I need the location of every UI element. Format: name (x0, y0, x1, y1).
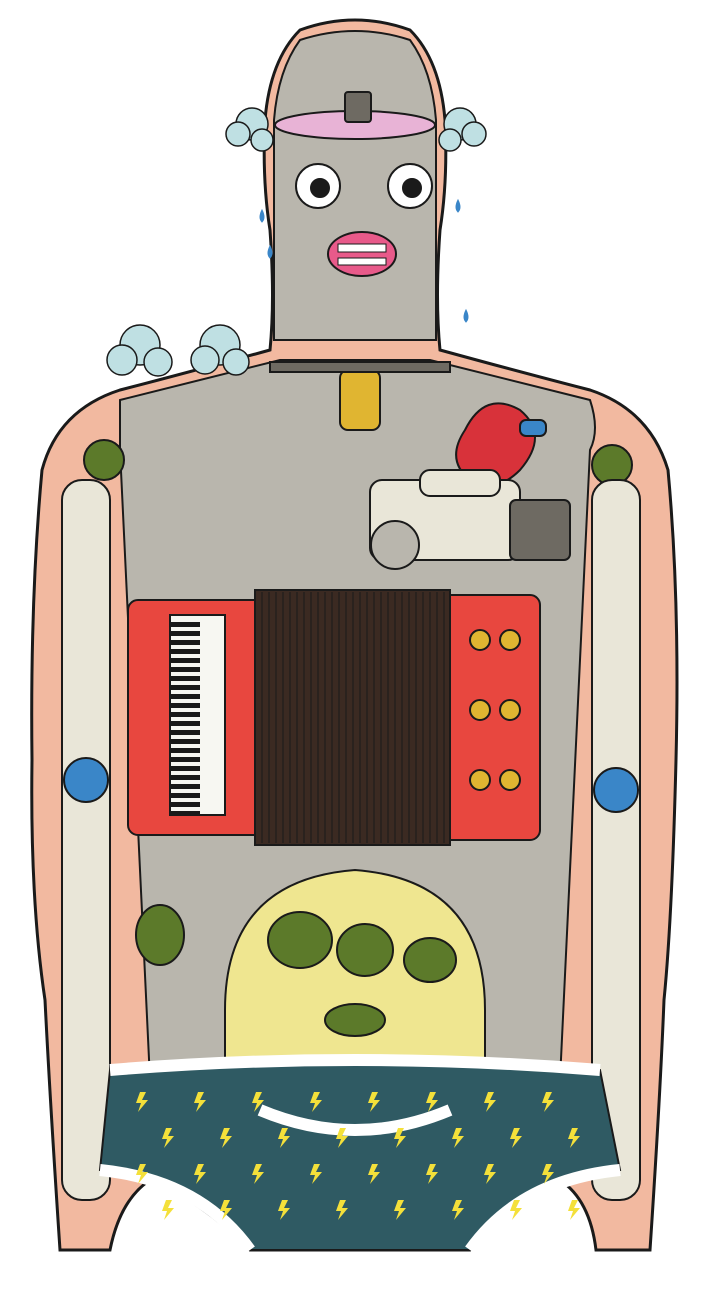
bolt-icon (484, 1164, 496, 1184)
black-key (170, 766, 200, 771)
eye-icon (387, 163, 433, 209)
black-key (170, 712, 200, 717)
bolt-icon (278, 1128, 290, 1148)
right-elbow-dome (593, 767, 639, 813)
bolt-icon (568, 1128, 580, 1148)
black-key (170, 631, 200, 636)
bolt-icon (368, 1164, 380, 1184)
black-key (170, 694, 200, 699)
black-key (170, 802, 200, 807)
bolt-icon (452, 1200, 464, 1220)
accordion-button (469, 699, 491, 721)
bolt-icon (336, 1200, 348, 1220)
bolt-icon (542, 1164, 554, 1184)
neck-shelf (269, 361, 451, 373)
black-key (170, 739, 200, 744)
bolt-icon (310, 1164, 322, 1184)
steam-cloud-icon (106, 324, 250, 377)
bolt-icon (252, 1092, 264, 1112)
black-key (170, 784, 200, 789)
black-key (170, 730, 200, 735)
black-key (170, 649, 200, 654)
bolt-icon (426, 1164, 438, 1184)
bolt-icon (310, 1092, 322, 1112)
eye-icon (295, 163, 341, 209)
accordion-button (469, 629, 491, 651)
mouth-teeth-icon (327, 231, 397, 277)
brain-chair (344, 91, 372, 123)
bolt-icon (368, 1092, 380, 1112)
right-arm-machinery (591, 479, 641, 1201)
bolt-icon (452, 1128, 464, 1148)
water-drop-icon (259, 198, 469, 323)
keyboard-icon (169, 614, 226, 816)
bolt-icon (136, 1092, 148, 1112)
black-key (170, 685, 200, 690)
bolt-icon (220, 1128, 232, 1148)
bolt-icon (278, 1200, 290, 1220)
steam-cloud-icon (438, 107, 487, 152)
left-elbow-dome (63, 757, 109, 803)
briefs (98, 1054, 622, 1254)
accordion-button (499, 629, 521, 651)
accordion-button (499, 699, 521, 721)
bolt-icon (510, 1200, 522, 1220)
bolt-icon (136, 1164, 148, 1184)
bolt-icon (426, 1092, 438, 1112)
bolt-icon (568, 1200, 580, 1220)
stomach-dome-icon (135, 868, 486, 1061)
bolt-icon (510, 1128, 522, 1148)
black-key (170, 667, 200, 672)
bolt-icon (252, 1164, 264, 1184)
left-shoulder-gauge (83, 439, 125, 481)
accordion-button (469, 769, 491, 791)
left-arm-machinery (61, 479, 111, 1201)
bolt-icon (394, 1200, 406, 1220)
bolt-icon (394, 1128, 406, 1148)
bolt-icon (162, 1128, 174, 1148)
bolt-icon (336, 1128, 348, 1148)
black-key (170, 622, 200, 627)
bolt-icon (162, 1200, 174, 1220)
head-machinery (273, 30, 437, 341)
accordion-icon (127, 589, 541, 846)
accordion-button (499, 769, 521, 791)
black-key (170, 811, 200, 816)
steam-cloud-icon (225, 107, 274, 152)
black-key (170, 793, 200, 798)
engine-icon (369, 469, 571, 570)
black-key (170, 676, 200, 681)
bolt-icon (220, 1200, 232, 1220)
bolt-icon (542, 1092, 554, 1112)
black-key (170, 757, 200, 762)
black-key (170, 721, 200, 726)
black-key (170, 703, 200, 708)
bolt-icon (484, 1092, 496, 1112)
black-key (170, 640, 200, 645)
black-key (170, 658, 200, 663)
bolt-icon (194, 1092, 206, 1112)
black-key (170, 748, 200, 753)
neck-pipe (339, 369, 381, 431)
bolt-icon (194, 1164, 206, 1184)
black-key (170, 775, 200, 780)
